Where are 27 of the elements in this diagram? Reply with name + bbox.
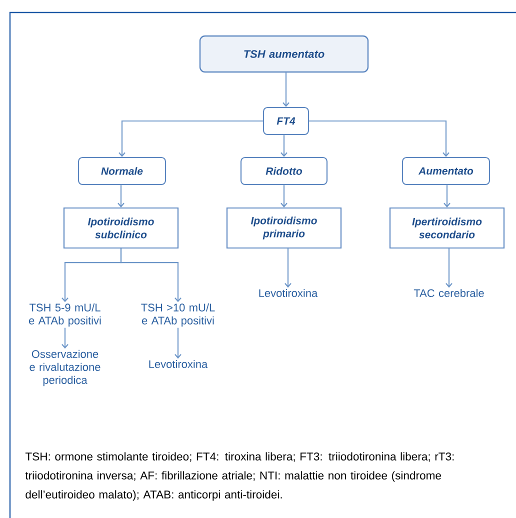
arrow [62,328,68,349]
arrow [446,248,452,288]
process-box: Ipotiroidismo primario [226,207,342,249]
start-box: TSH aumentato [199,35,369,73]
outcome-text: Osservazione e rivalutazione periodica [30,350,100,386]
process-box: Ipertiroidismo secondario [389,207,505,249]
arrow [120,248,182,302]
outcome-text: TAC cerebrale [414,288,484,298]
process-box: Ipotiroidismo subclinico [63,207,179,249]
outcome-text: TSH 5-9 mU/L e ATAb positivi [29,303,101,327]
rounded-box: FT4 [262,106,310,136]
arrow [174,328,182,359]
caption: TSH: ormone stimolante tiroideo; FT4: tiroxina libera; FT3: triiodotironina libera; rT3: triiodotironina inversa; AF: fibrillazione atriale; NTI: malattie non tiroidee (sindrome dell’eutiroideo malato); ATAB: anticorpi anti-tiroidei. [25,452,454,501]
outcome-text: TSH >10 mU/L e ATAb positivi [141,303,215,327]
arrow [284,248,292,288]
rounded-box: Aumentato [402,156,490,186]
arrow [280,135,288,157]
arrow [282,72,290,107]
outcome-text: Levotiroxina [259,288,318,298]
arrow [280,185,288,208]
outcome-text: Levotiroxina [149,360,208,368]
rounded-box: Normale [78,156,166,186]
arrow [444,185,450,208]
arrow [118,185,124,208]
arrow [309,120,450,157]
arrow [118,120,263,157]
rounded-box: Ridotto [240,156,328,186]
